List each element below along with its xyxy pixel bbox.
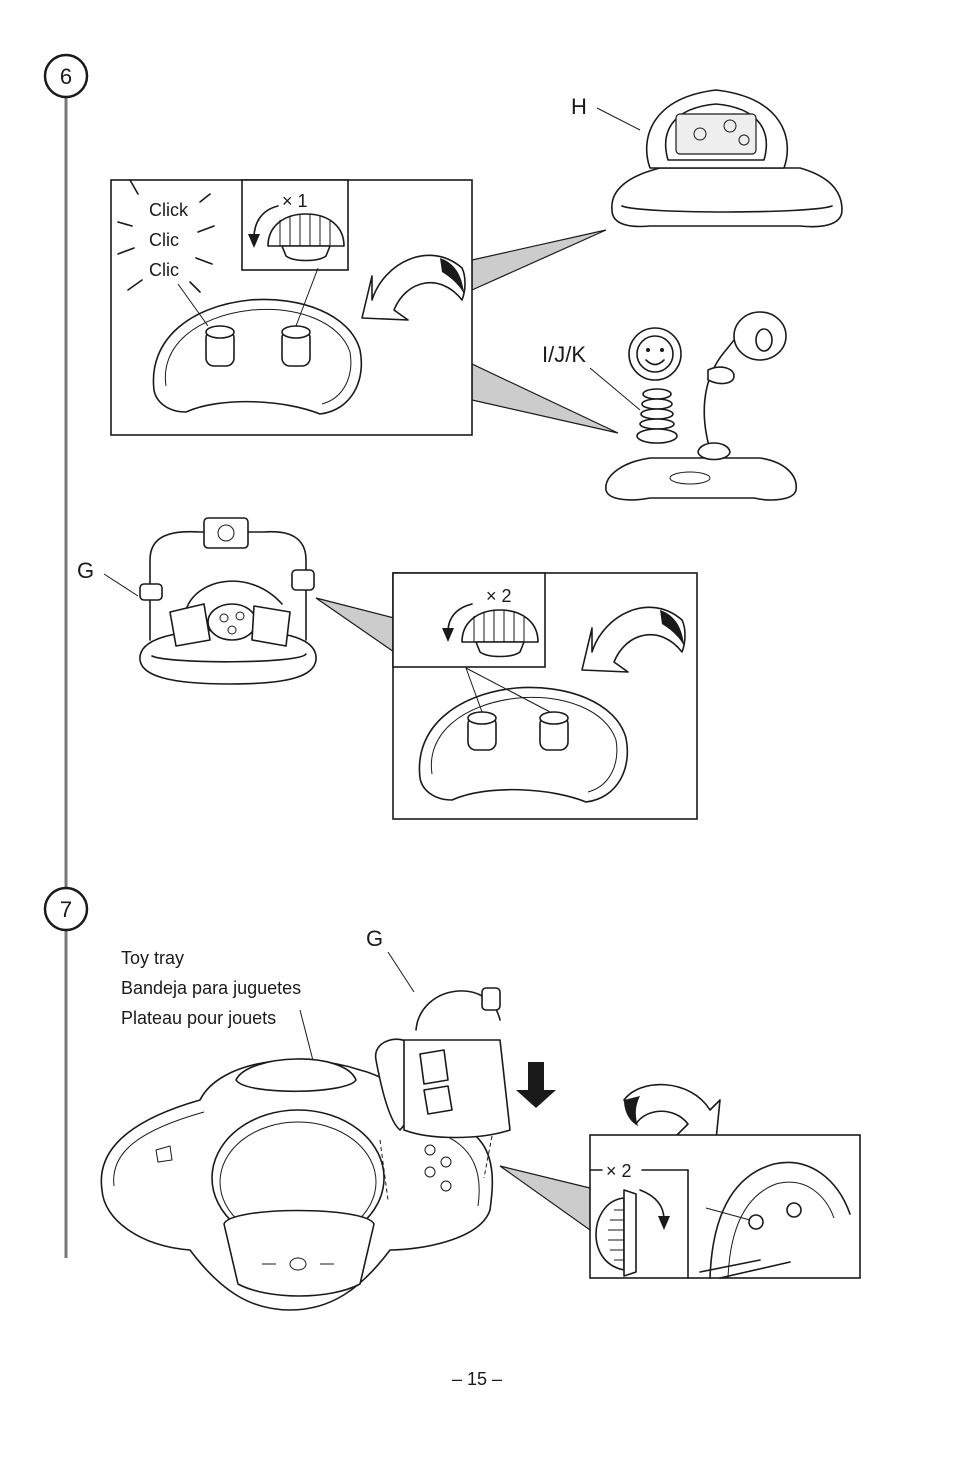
knob-turn-icon-1 [248, 205, 345, 262]
toy-ijk-illustration [605, 311, 797, 501]
tray-label-en: Toy tray [121, 948, 184, 968]
step-6-badge: 6 [43, 53, 89, 99]
step-7-badge: 7 [43, 886, 89, 932]
pointer-wedge-step7 [499, 1165, 591, 1232]
activity-base-illustration [100, 1058, 494, 1311]
knob-turn-icon-3 [595, 1189, 670, 1277]
label-g-step6-leader [103, 573, 139, 597]
label-h: H [571, 94, 587, 119]
flip-arrow-1 [361, 254, 466, 321]
tray-label-fr: Plateau pour jouets [121, 1008, 276, 1028]
detail-box-g: × 2 [392, 572, 698, 820]
knob-turn-icon-2 [442, 603, 539, 658]
click-sound-rays [117, 179, 215, 293]
down-arrow-icon [516, 1062, 556, 1108]
tray-label-es: Bandeja para juguetes [121, 978, 301, 998]
label-ijk: I/J/K [542, 342, 586, 367]
pointer-wedge-ijk [471, 363, 619, 434]
base-underside-2 [418, 667, 629, 803]
seat-underside-detail [699, 1161, 851, 1279]
turn-count-1: × 1 [282, 191, 308, 211]
flip-arrow-3 [623, 1083, 721, 1141]
click-sound-3: Clic [149, 260, 179, 280]
label-g-step7: G [366, 926, 383, 951]
flip-arrow-2 [581, 606, 686, 673]
label-g-step7-leader [387, 951, 415, 993]
click-sound-2: Clic [149, 230, 179, 250]
detail-box-step7: × 2 [589, 1134, 861, 1279]
toy-g-illustration [139, 517, 317, 685]
toy-g-placement [375, 987, 511, 1201]
toy-h-illustration [611, 89, 843, 228]
label-ijk-leader [589, 367, 641, 411]
turn-count-3: × 2 [606, 1161, 632, 1181]
base-underside-1 [152, 267, 363, 415]
click-sound-1: Click [149, 200, 189, 220]
pointer-wedge-g [315, 597, 395, 654]
page-number: – 15 – [452, 1369, 502, 1389]
pointer-wedge-h [471, 229, 607, 291]
step-7-number: 7 [60, 897, 72, 922]
step-6-number: 6 [60, 64, 72, 89]
detail-box-h: Click Clic Clic × 1 [110, 179, 473, 436]
turn-count-2: × 2 [486, 586, 512, 606]
label-g-step6: G [77, 558, 94, 583]
label-h-leader [596, 107, 641, 131]
